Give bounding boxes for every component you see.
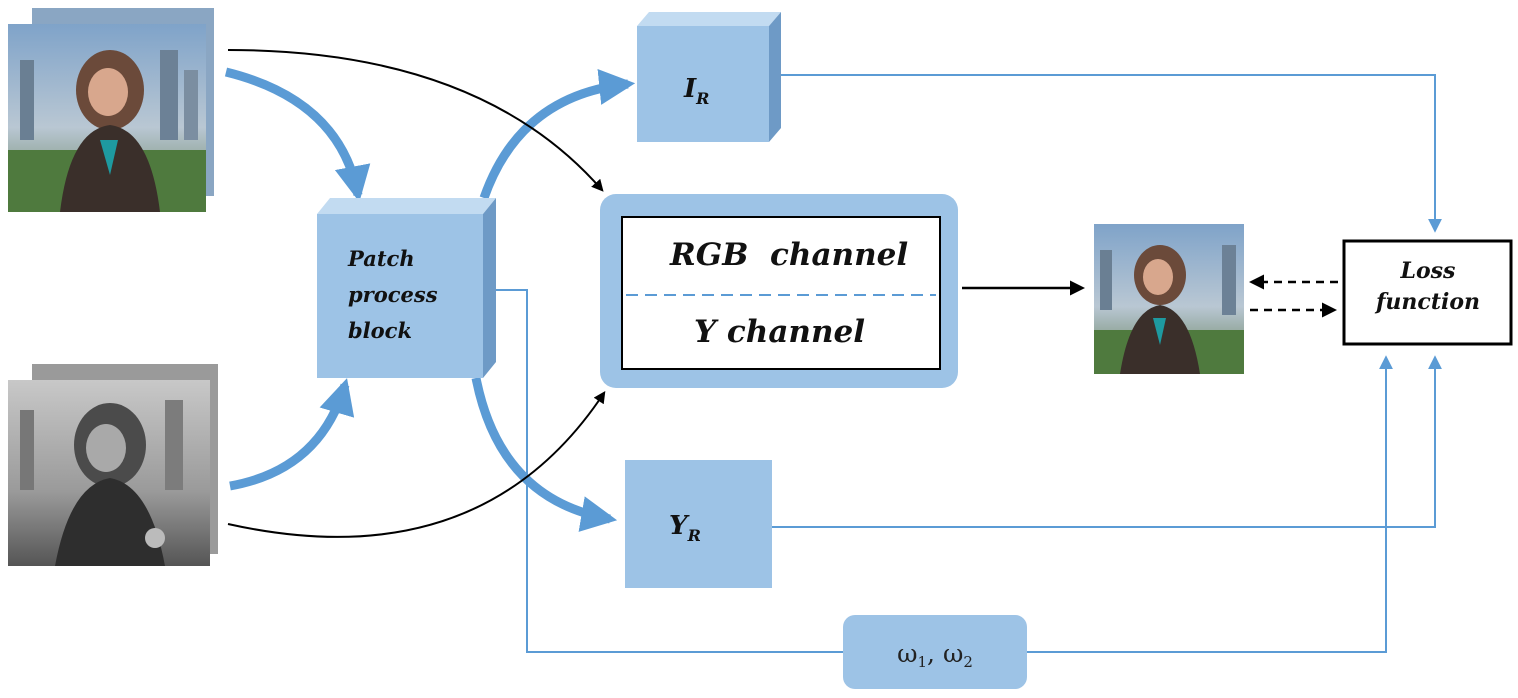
patch-label-line3: block xyxy=(348,318,412,343)
omega1-symbol: ω xyxy=(897,639,917,668)
patch-to-yr-arrow xyxy=(471,377,618,532)
ir-to-loss-line xyxy=(778,74,1442,233)
weights-box: ω1, ω2 xyxy=(843,615,1027,689)
loss-label-line1: Loss xyxy=(1400,258,1456,284)
yr-to-loss-line xyxy=(772,355,1442,528)
weights-path-line xyxy=(495,289,845,653)
y-channel-label: Y channel xyxy=(694,314,865,350)
omega1-subscript: 1 xyxy=(918,653,928,671)
loss-function-box: Loss function xyxy=(1342,239,1513,346)
svg-text:IR: IR xyxy=(683,74,709,108)
patch-label-line1: Patch xyxy=(347,246,415,271)
yr-symbol: Y xyxy=(669,511,690,541)
output-image xyxy=(1094,224,1244,374)
svg-text:ω1, ω2: ω1, ω2 xyxy=(897,639,973,671)
weights-to-loss-line xyxy=(1026,355,1393,653)
color-to-network-arrow xyxy=(227,49,604,192)
ir-symbol: I xyxy=(683,74,697,104)
yr-block: YR xyxy=(625,460,772,588)
svg-text:YR: YR xyxy=(669,511,701,545)
yr-subscript: R xyxy=(687,526,701,545)
omega-separator: , ω xyxy=(927,639,963,668)
patch-process-block: Patch process block xyxy=(317,198,496,378)
ir-block: IR xyxy=(637,12,781,142)
gray-to-network-arrow xyxy=(227,391,606,538)
omega2-subscript: 2 xyxy=(963,653,973,671)
color-to-patch-arrow xyxy=(224,67,371,203)
ir-subscript: R xyxy=(695,89,709,108)
gray-to-patch-arrow xyxy=(229,378,355,491)
network-block: RGB channel Y channel xyxy=(600,194,958,388)
loss-label-line2: function xyxy=(1374,289,1480,315)
patch-to-ir-arrow xyxy=(479,69,636,200)
gray-input-image xyxy=(8,364,218,566)
color-input-image xyxy=(8,8,214,212)
rgb-channel-label: RGB channel xyxy=(669,237,908,273)
patch-label-line2: process xyxy=(348,282,438,307)
